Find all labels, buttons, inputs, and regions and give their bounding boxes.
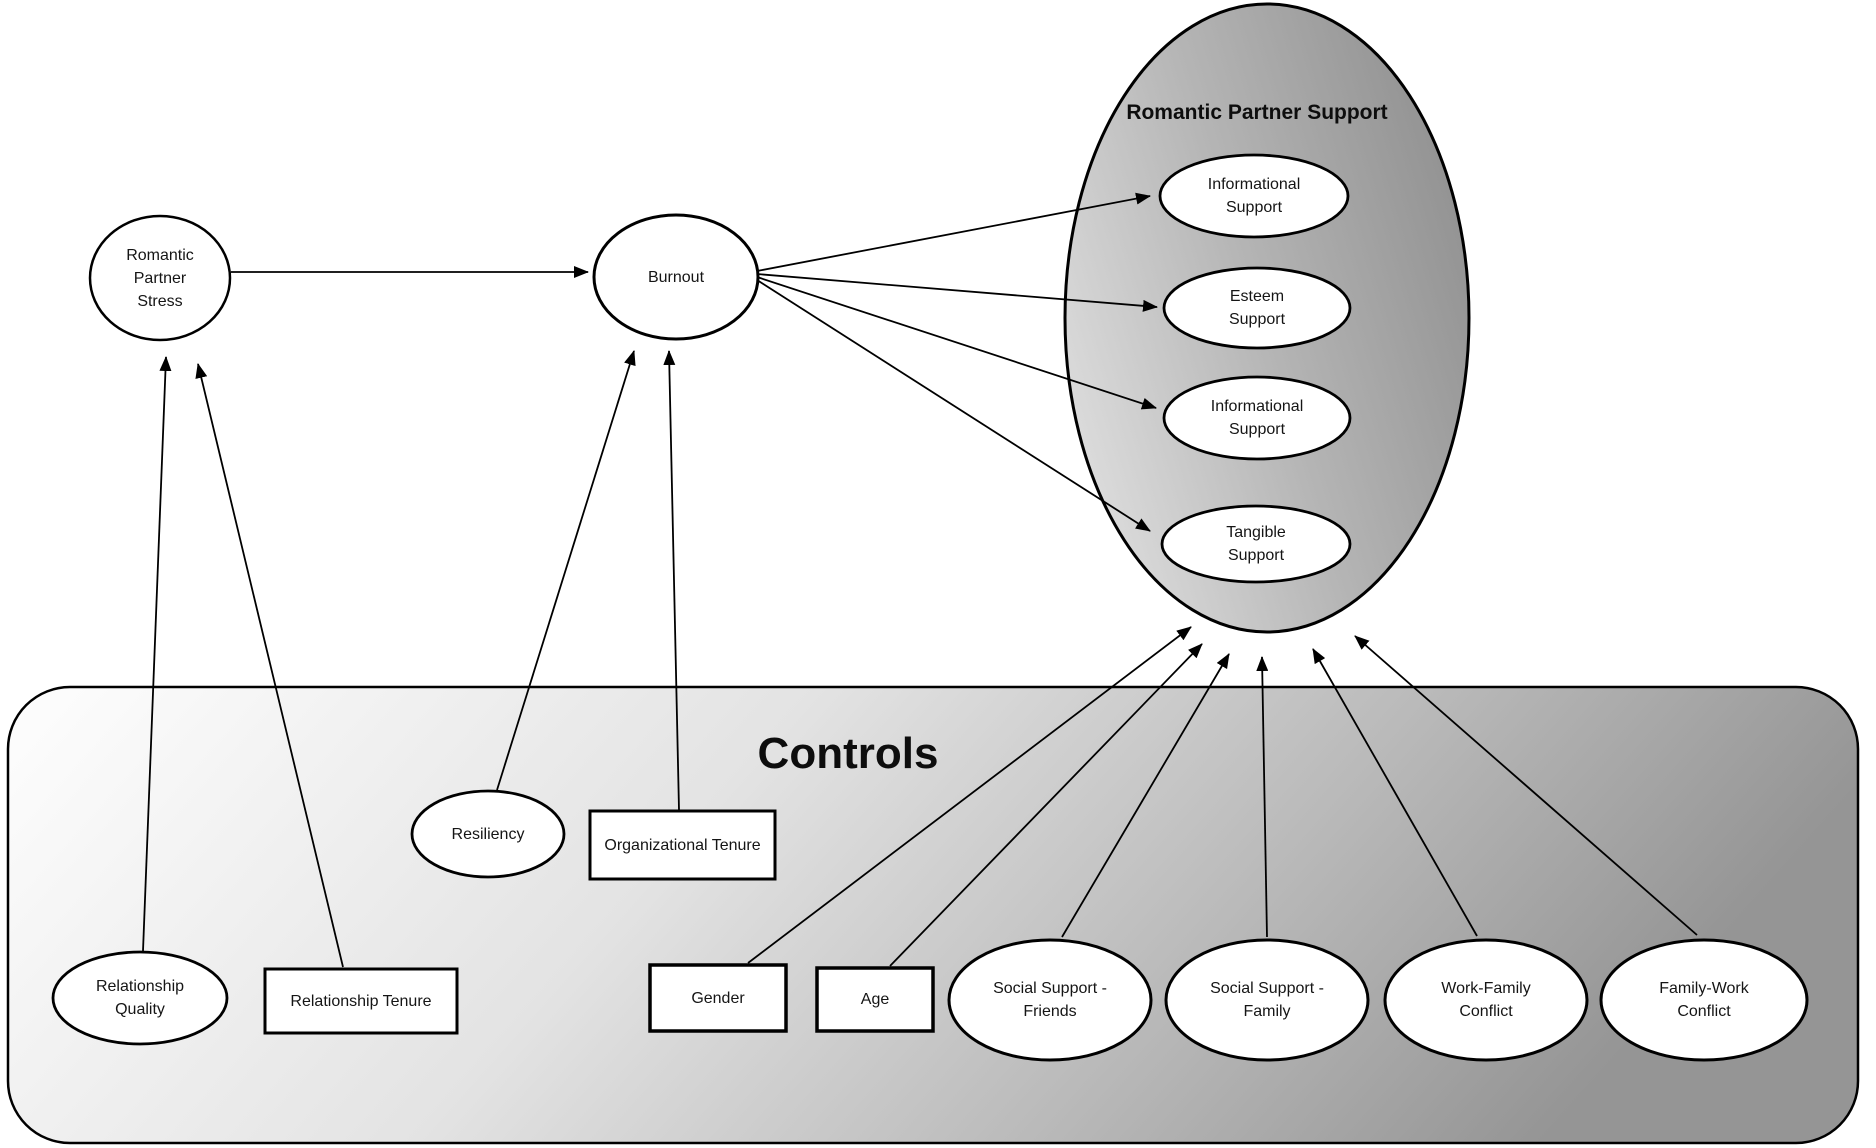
- edge-social-support-friends-to-support: [1061, 653, 1230, 938]
- node-organizational-tenure: [588, 809, 777, 881]
- node-relationship-quality: [51, 950, 229, 1046]
- edge-burnout-to-esteem-support: [756, 273, 1158, 312]
- node-informational-support-2: [1162, 375, 1352, 461]
- edge-social-support-family-to-support: [1256, 656, 1269, 938]
- edge-age-to-support: [889, 643, 1203, 967]
- node-social-support-friends: [947, 938, 1153, 1062]
- edge-relationship-tenure-to-stress: [195, 363, 344, 968]
- node-social-support-family: [1164, 938, 1370, 1062]
- controls-group-box: [6, 685, 1860, 1145]
- node-age: [815, 966, 935, 1033]
- edge-burnout-to-informational-support-2: [756, 276, 1157, 410]
- node-burnout: [592, 213, 760, 341]
- node-resiliency: [410, 789, 566, 879]
- edge-work-family-conflict-to-support: [1312, 648, 1478, 937]
- node-informational-support-1: [1158, 153, 1350, 239]
- node-work-family-conflict: [1383, 938, 1589, 1062]
- node-family-work-conflict: [1599, 938, 1809, 1062]
- edge-gender-to-support: [747, 626, 1192, 964]
- node-tangible-support: [1160, 504, 1352, 584]
- edge-burnout-to-tangible-support: [756, 279, 1151, 532]
- node-gender: [648, 963, 788, 1033]
- node-esteem-support: [1162, 266, 1352, 350]
- edge-relationship-quality-to-stress: [142, 356, 172, 952]
- edge-resiliency-to-burnout: [496, 350, 636, 791]
- node-romantic-partner-stress: [88, 214, 232, 342]
- node-relationship-tenure: [263, 967, 459, 1035]
- edge-organizational-tenure-to-burnout: [663, 350, 680, 811]
- edge-burnout-to-informational-support-1: [756, 192, 1151, 272]
- edge-family-work-conflict-to-support: [1354, 635, 1698, 936]
